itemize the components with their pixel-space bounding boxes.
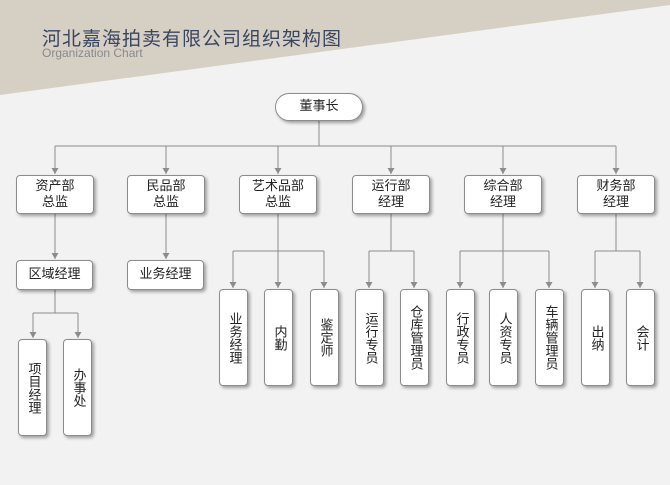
node-vehicle-manager: 车辆管理员 [535, 289, 564, 386]
node-appraiser: 鉴定师 [310, 289, 339, 386]
node-warehouse-manager: 仓库管理员 [400, 289, 429, 386]
node-operations-dept-manager: 运行部 经理 [352, 175, 430, 214]
page-title: 河北嘉海拍卖有限公司组织架构图 [42, 28, 343, 50]
node-general-dept-manager: 综合部 经理 [464, 175, 542, 214]
node-art-business-manager: 业务经理 [219, 289, 248, 386]
node-operations-specialist: 运行专员 [355, 289, 384, 386]
node-civil-dept-director: 民品部 总监 [127, 175, 205, 214]
node-asset-dept-director: 资产部 总监 [16, 175, 94, 214]
node-finance-dept-manager: 财务部 经理 [577, 175, 655, 214]
node-regional-manager: 区域经理 [16, 260, 93, 290]
node-admin-specialist: 行政专员 [446, 289, 475, 386]
node-art-dept-director: 艺术品部 总监 [239, 175, 317, 214]
node-art-office-staff: 内勤 [264, 289, 293, 386]
node-project-manager: 项目经理 [18, 339, 47, 436]
node-cashier: 出纳 [581, 289, 610, 386]
node-chairman: 董事长 [275, 93, 363, 121]
page-subtitle: Organization Chart [42, 46, 143, 60]
node-hr-specialist: 人资专员 [489, 289, 518, 386]
node-accountant: 会计 [626, 289, 655, 386]
node-civil-business-manager: 业务经理 [127, 260, 204, 290]
node-office: 办事处 [63, 339, 92, 436]
